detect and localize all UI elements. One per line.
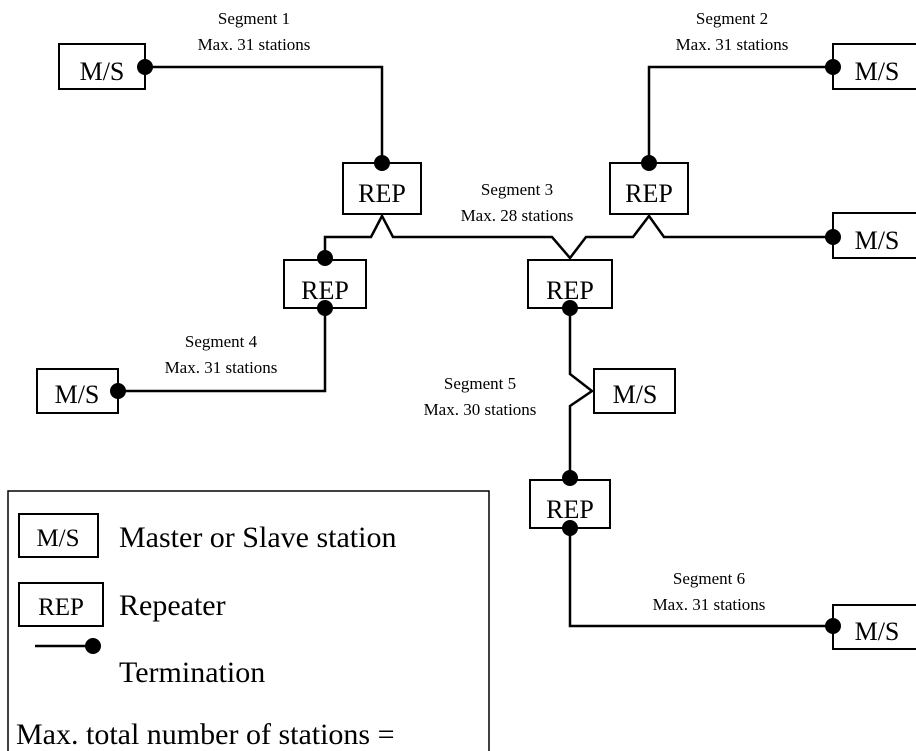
legend-station-row: M/S Master or Slave station <box>18 513 396 558</box>
termination-dot <box>137 59 153 75</box>
repeater-label: REP <box>625 179 673 208</box>
repeater-bottom: REP <box>529 479 611 529</box>
segment-1-wire <box>145 65 384 163</box>
legend-termination-row: Termination <box>35 638 265 689</box>
repeater-center: REP <box>527 259 613 309</box>
segment-labels: Segment 1 Max. 31 stations Segment 2 Max… <box>165 9 789 614</box>
segment-4-max: Max. 31 stations <box>165 358 278 377</box>
segment-1-max: Max. 31 stations <box>198 35 311 54</box>
legend-repeater-row: REP Repeater <box>18 582 226 627</box>
termination-dot <box>110 383 126 399</box>
station-middle: M/S <box>593 368 676 414</box>
station-top-right: M/S <box>832 43 916 90</box>
legend-repeater-box-label: REP <box>38 594 84 621</box>
legend-repeater-text: Repeater <box>119 589 226 622</box>
station-left: M/S <box>36 368 119 414</box>
segment-2-name: Segment 2 <box>696 9 768 28</box>
termination-dot <box>825 59 841 75</box>
segment-6-name: Segment 6 <box>673 569 745 588</box>
station-bottom-right: M/S <box>832 604 916 650</box>
segment-4-name: Segment 4 <box>185 332 258 351</box>
termination-dot <box>317 300 333 316</box>
segment-3-name: Segment 3 <box>481 180 553 199</box>
segment-3-wire <box>323 213 833 260</box>
repeater-label: REP <box>546 495 594 524</box>
segment-2-max: Max. 31 stations <box>676 35 789 54</box>
legend: M/S Master or Slave station REP Repeater… <box>7 490 490 751</box>
termination-dot <box>825 618 841 634</box>
segment-6-wire <box>568 528 833 628</box>
segment-4-wire <box>118 308 327 393</box>
termination-dot <box>317 250 333 266</box>
nodes: M/S M/S M/S M/S M/S M/S REP REP <box>36 43 916 650</box>
repeater-label: REP <box>358 179 406 208</box>
termination-dot <box>374 155 390 171</box>
segment-5-wire <box>568 308 595 478</box>
terminations <box>110 59 841 634</box>
segment-3-max: Max. 28 stations <box>461 206 574 225</box>
termination-dot <box>641 155 657 171</box>
station-label: M/S <box>80 57 125 86</box>
legend-station-text: Master or Slave station <box>119 521 396 554</box>
legend-total-text: Max. total number of stations = <box>16 718 395 751</box>
legend-termination-text: Termination <box>119 656 265 689</box>
wires <box>118 65 833 628</box>
segment-5-name: Segment 5 <box>444 374 516 393</box>
station-label: M/S <box>613 380 658 409</box>
station-label: M/S <box>55 380 100 409</box>
termination-dot <box>562 520 578 536</box>
legend-station-box-label: M/S <box>36 525 79 552</box>
segment-1-name: Segment 1 <box>218 9 290 28</box>
repeater-top-left: REP <box>342 162 422 215</box>
termination-dot <box>562 300 578 316</box>
segment-5-max: Max. 30 stations <box>424 400 537 419</box>
termination-dot <box>562 470 578 486</box>
termination-dot <box>825 229 841 245</box>
station-label: M/S <box>855 617 900 646</box>
legend-termination-dot <box>85 638 101 654</box>
station-top-left: M/S <box>58 43 146 90</box>
segment-2-wire <box>647 65 833 163</box>
station-label: M/S <box>855 57 900 86</box>
station-label: M/S <box>855 226 900 255</box>
station-right: M/S <box>832 212 916 259</box>
segment-6-max: Max. 31 stations <box>653 595 766 614</box>
